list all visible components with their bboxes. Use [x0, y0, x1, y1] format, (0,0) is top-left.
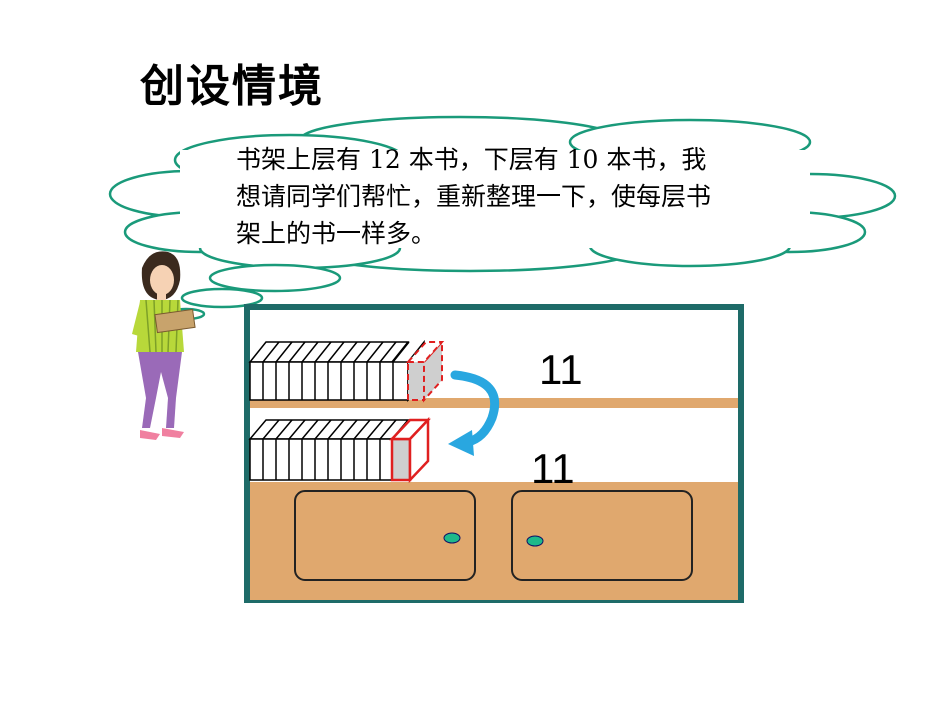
cabinet-door-right	[511, 490, 693, 581]
bottom-shelf-books	[248, 419, 410, 481]
slide-title: 创设情境	[140, 61, 324, 112]
speech-bubble-text: 书架上层有 12 本书，下层有 10 本书，我想请同学们帮忙，重新整理一下，使每…	[236, 145, 712, 248]
door-knob-left	[443, 532, 461, 544]
teacher-figure	[132, 251, 196, 440]
lower-cabinet	[250, 482, 738, 600]
door-knob-right	[526, 535, 544, 547]
top-shelf-books	[248, 339, 425, 403]
top-shelf-count: 11	[539, 346, 583, 393]
bottom-shelf-count: 11	[531, 445, 575, 492]
moved-book-ghost	[405, 339, 445, 403]
curved-arrow-icon	[448, 370, 500, 456]
cloud-tail	[166, 263, 342, 321]
cabinet-door-left	[294, 490, 476, 581]
moved-book	[389, 416, 431, 484]
